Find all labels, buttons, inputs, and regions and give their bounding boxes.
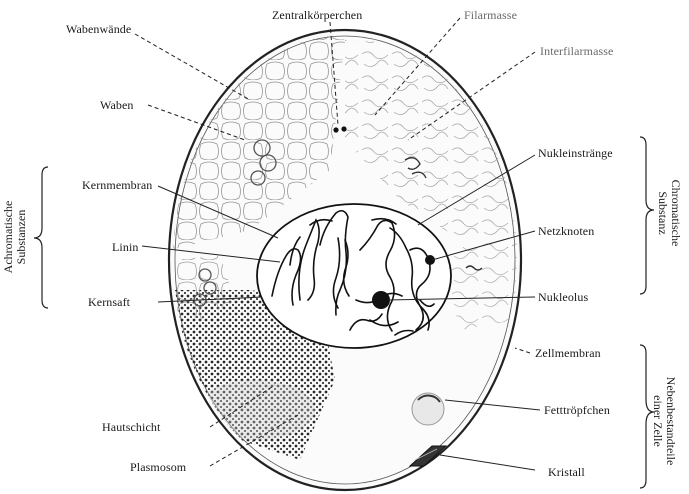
label-hautschicht: Hautschicht: [102, 420, 160, 434]
label-waben: Waben: [100, 98, 134, 112]
label-interfilarmasse: Interfilarmasse: [540, 44, 613, 58]
label-linin: Linin: [112, 240, 139, 254]
group-label-nebenbestandteile: Nebenbestandteile einer Zelle: [651, 361, 677, 481]
nucleus: [257, 204, 451, 348]
label-kernmembran: Kernmembran: [82, 178, 152, 192]
group-label-right-top-line1: Chromatische: [669, 168, 682, 258]
group-label-right-bottom-line2: einer Zelle: [651, 361, 664, 481]
group-label-chromatische: Chromatische Substanz: [656, 168, 682, 258]
label-zellmembran: Zellmembran: [535, 346, 601, 360]
label-nukleolus: Nukleolus: [538, 290, 588, 304]
label-zentralkoerperchen: Zentralkörperchen: [272, 8, 362, 22]
label-fetttroepfchen: Fetttröpfchen: [544, 403, 610, 417]
label-filarmasse: Filarmasse: [464, 8, 517, 22]
group-label-right-top-line2: Substanz: [656, 168, 669, 258]
label-kristall: Kristall: [548, 465, 585, 479]
label-netzknoten: Netzknoten: [538, 224, 594, 238]
label-kernsaft: Kernsaft: [88, 295, 130, 309]
label-nukleinstraenge: Nukleinstränge: [538, 146, 613, 160]
label-plasmosom: Plasmosom: [130, 460, 186, 474]
group-label-left-line2: Substanzen: [15, 192, 28, 282]
fat-droplet: [412, 393, 444, 425]
label-wabenwaende: Wabenwände: [66, 22, 131, 36]
group-label-achromatische: Achromatische Substanzen: [2, 192, 28, 282]
group-label-right-bottom-line1: Nebenbestandteile: [664, 361, 677, 481]
